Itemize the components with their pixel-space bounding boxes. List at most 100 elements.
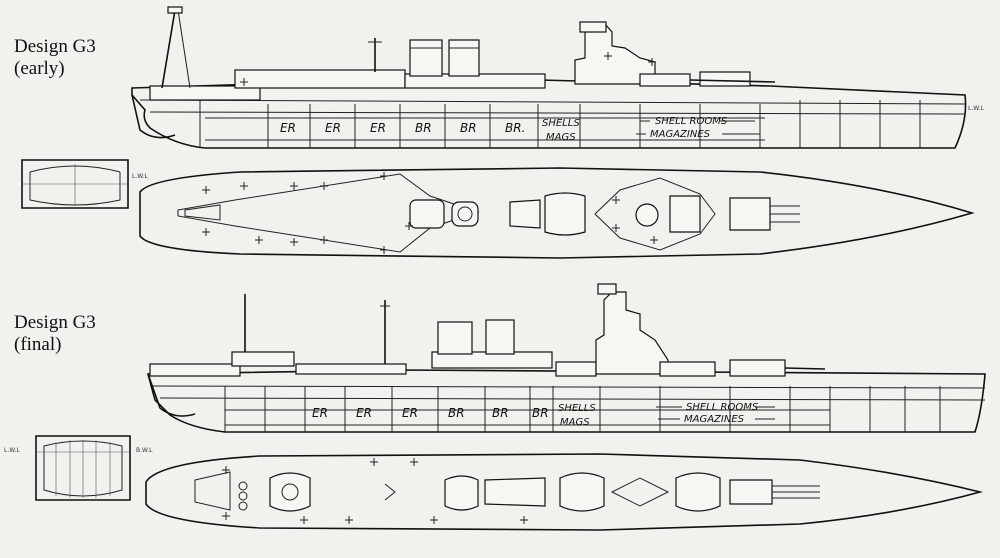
- early-plan-forward-box: [184, 204, 221, 221]
- early-funnel-aft: [448, 39, 480, 77]
- final-mid-deckhouse: [295, 363, 407, 375]
- final-plan-outline: [145, 453, 984, 531]
- final-forecastle-block: [149, 363, 241, 377]
- final-fore-deckhouse: [231, 351, 295, 367]
- early-plan-turret-a: [544, 192, 586, 236]
- final-bridge-top: [597, 283, 617, 295]
- early-deck-line: [139, 99, 966, 105]
- early-crosses: [240, 52, 656, 86]
- final-bulkheads: [224, 386, 941, 432]
- final-deck-plan: [145, 453, 984, 531]
- early-plan-funnel-aft: [451, 201, 479, 227]
- final-plan-superstructure: [484, 477, 546, 507]
- final-section-lwl-right: B.W.L: [136, 447, 153, 454]
- design-title-final-variant: (final): [14, 334, 62, 355]
- early-magazines-label: MAGAZINES: [650, 129, 711, 140]
- final-plan-funnels: [238, 481, 248, 511]
- final-plan-funnel-a: [444, 475, 479, 511]
- final-section-frames: [36, 440, 130, 498]
- early-bulkheads: [199, 100, 921, 148]
- early-mast-fore-stay: [177, 9, 191, 89]
- early-bridge-top: [579, 21, 607, 33]
- early-midship-block: [234, 69, 406, 89]
- final-hull-outline: [146, 369, 986, 433]
- final-compartment-3: ER: [402, 406, 418, 420]
- final-gun-barrel: [784, 367, 826, 370]
- early-lwl-label: L.W.L: [968, 105, 984, 112]
- early-plan-turret-b: [635, 203, 659, 227]
- design-title-early-name: Design G3: [14, 36, 96, 57]
- design-title-early-variant: (early): [14, 58, 65, 79]
- design-title-final: Design G3 (final): [14, 312, 96, 356]
- early-forecastle-block: [149, 85, 261, 101]
- final-deck-line: [149, 385, 986, 389]
- early-turret-a: [639, 73, 691, 87]
- early-plan-barrels: [770, 205, 800, 223]
- early-compartment-2: ER: [325, 121, 341, 135]
- final-section-lwl-left: L.W.L: [4, 447, 20, 454]
- early-compartment-4: BR: [415, 121, 432, 135]
- final-compartment-4: BR: [448, 406, 465, 420]
- final-plan-forward-box: [194, 471, 231, 511]
- final-bow: [147, 373, 196, 417]
- final-turret-a: [659, 361, 716, 377]
- early-compartment-6: BR.: [505, 121, 525, 135]
- final-plan-deckhouse-ring: [281, 483, 299, 501]
- early-gun-barrel: [689, 79, 776, 83]
- early-plan-turret-d: [729, 197, 771, 231]
- early-section-lwl: L.W.L: [132, 173, 148, 180]
- final-section-outline: [35, 435, 131, 501]
- design-title-early: Design G3 (early): [14, 36, 96, 80]
- final-plan-turret-b: [675, 472, 721, 512]
- early-deck-plan: [139, 167, 975, 259]
- early-compartment-1: ER: [280, 121, 296, 135]
- final-compartment-2: ER: [356, 406, 372, 420]
- early-bridge-tower: [574, 23, 656, 85]
- early-mast-fore: [161, 9, 176, 89]
- final-plan-barrels: [772, 485, 820, 499]
- early-hull-outline: [131, 79, 967, 149]
- early-plan-funnel-fore: [409, 199, 445, 229]
- final-cross-section: L.W.L B.W.L: [4, 435, 153, 501]
- early-mast-top: [167, 6, 183, 14]
- final-compartment-6: BR: [532, 406, 549, 420]
- final-funnel-fore: [437, 321, 473, 355]
- final-compartment-5: BR: [492, 406, 509, 420]
- early-shells-label: SHELLS: [542, 118, 580, 129]
- final-plan-crosses: [222, 458, 528, 524]
- final-funnel-aft: [485, 319, 515, 355]
- early-waterline: [149, 111, 966, 115]
- early-mags-label: MAGS: [546, 132, 576, 143]
- final-plan-turret-c: [729, 479, 773, 505]
- early-plan-outline: [139, 167, 975, 259]
- early-section-outline: [21, 159, 129, 209]
- design-title-final-name: Design G3: [14, 312, 96, 333]
- early-turret-b: [699, 71, 751, 87]
- early-plan-redoubt: [594, 177, 716, 251]
- final-plan-turret-a: [559, 472, 605, 512]
- final-plan-diamond: [610, 477, 670, 507]
- early-funnel-fore: [409, 39, 443, 77]
- final-plan-deckhouse: [269, 472, 311, 512]
- final-shells-label: SHELLS: [558, 403, 596, 414]
- early-profile: ER ER ER BR BR BR. SHELLS MAGS SHELL ROO…: [131, 6, 984, 149]
- early-shell-rooms-label: SHELL ROOMS: [655, 116, 728, 127]
- early-plan-funnel-ring: [457, 206, 473, 222]
- early-plan-turret-c: [669, 195, 701, 233]
- early-plan-crosses: [202, 172, 658, 254]
- early-cross-section: L.W.L: [21, 159, 148, 209]
- final-bridge-tower: [595, 291, 669, 375]
- final-turret-b: [729, 359, 786, 377]
- final-waterline: [159, 397, 986, 401]
- final-compartment-1: ER: [312, 406, 328, 420]
- final-deckhouse-b: [555, 361, 597, 377]
- early-compartment-3: ER: [370, 121, 386, 135]
- final-shell-rooms-label: SHELL ROOMS: [686, 402, 759, 413]
- early-plan-turret-x: [509, 199, 541, 229]
- final-mags-label: MAGS: [560, 417, 590, 428]
- final-plan-bracket: [384, 483, 396, 501]
- early-compartment-5: BR: [460, 121, 477, 135]
- final-profile: ER ER ER BR BR BR SHELLS MAGS SHELL ROOM…: [146, 283, 986, 433]
- final-magazines-label: MAGAZINES: [684, 414, 745, 425]
